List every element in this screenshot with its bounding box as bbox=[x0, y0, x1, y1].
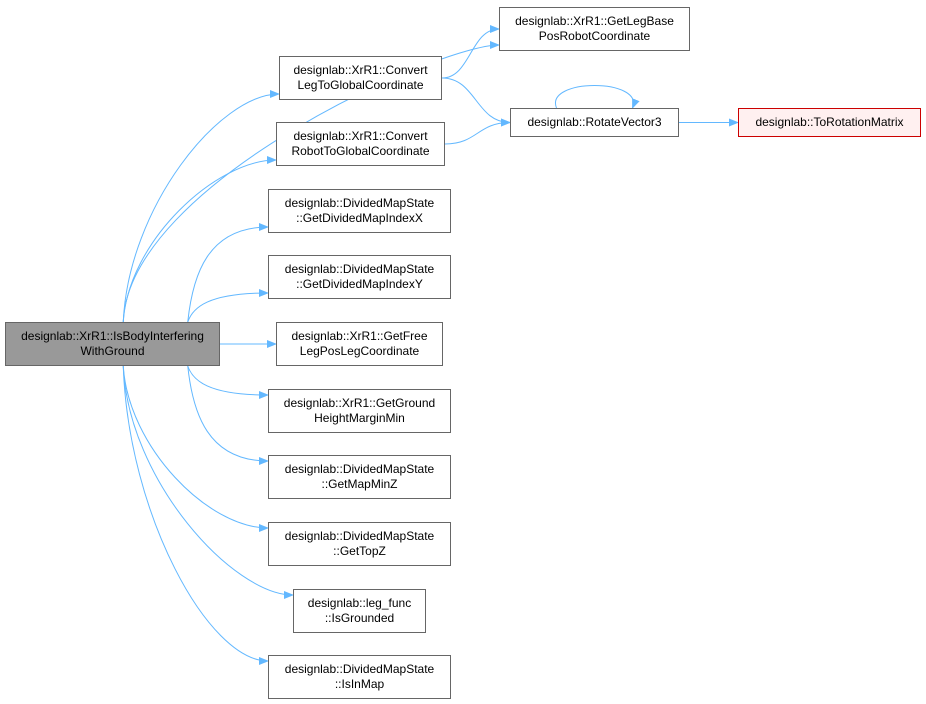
node-label-line1: designlab::DividedMapState bbox=[284, 462, 435, 476]
node-label-line1: designlab::XrR1::IsBodyInterfering bbox=[21, 329, 204, 343]
node-is-in-map[interactable]: designlab::DividedMapState ::IsInMap bbox=[268, 655, 451, 699]
node-label-line2: PosRobotCoordinate bbox=[538, 29, 651, 43]
node-get-divided-map-index-x[interactable]: designlab::DividedMapState ::GetDividedM… bbox=[268, 189, 451, 233]
node-convert-leg-to-global-coordinate[interactable]: designlab::XrR1::Convert LegToGlobalCoor… bbox=[279, 56, 442, 100]
edge-convLeg-to-rotate bbox=[441, 77, 511, 127]
node-get-free-leg-pos-leg-coordinate[interactable]: designlab::XrR1::GetFree LegPosLegCoordi… bbox=[276, 322, 443, 366]
node-get-top-z[interactable]: designlab::DividedMapState ::GetTopZ bbox=[268, 522, 451, 566]
node-to-rotation-matrix[interactable]: designlab::ToRotationMatrix bbox=[738, 108, 921, 137]
node-is-body-interfering-with-ground[interactable]: designlab::XrR1::IsBodyInterfering WithG… bbox=[5, 322, 220, 366]
edge-root-to-idxY bbox=[187, 289, 269, 323]
edge-root-to-convRobot bbox=[122, 156, 277, 323]
node-label-line2: RobotToGlobalCoordinate bbox=[291, 144, 430, 158]
node-label-line2: ::IsInMap bbox=[334, 677, 385, 691]
node-is-grounded[interactable]: designlab::leg_func ::IsGrounded bbox=[293, 589, 426, 633]
node-label-line2: ::GetDividedMapIndexY bbox=[296, 277, 423, 291]
node-convert-robot-to-global-coordinate[interactable]: designlab::XrR1::Convert RobotToGlobalCo… bbox=[276, 122, 445, 166]
node-get-leg-base-pos-robot-coordinate[interactable]: designlab::XrR1::GetLegBase PosRobotCoor… bbox=[499, 7, 690, 51]
node-label-line1: designlab::RotateVector3 bbox=[527, 115, 662, 129]
edge-convLeg-to-getLegBase bbox=[441, 25, 500, 79]
edge-convRobot-to-rotate bbox=[444, 118, 511, 145]
node-label-line1: designlab::DividedMapState bbox=[284, 662, 435, 676]
node-rotate-vector3[interactable]: designlab::RotateVector3 bbox=[510, 108, 679, 137]
node-label-line1: designlab::leg_func bbox=[307, 596, 412, 610]
node-get-ground-height-margin-min[interactable]: designlab::XrR1::GetGround HeightMarginM… bbox=[268, 389, 451, 433]
node-label-line1: designlab::XrR1::GetGround bbox=[283, 396, 436, 410]
node-label-line2: LegPosLegCoordinate bbox=[299, 344, 420, 358]
node-label-line2: LegToGlobalCoordinate bbox=[297, 78, 424, 92]
edge-root-to-ground bbox=[187, 365, 269, 399]
edge-rotate-to-rotate bbox=[555, 85, 640, 109]
node-label-line1: designlab::DividedMapState bbox=[284, 196, 435, 210]
node-label-line1: designlab::DividedMapState bbox=[284, 262, 435, 276]
edge-root-to-topZ bbox=[122, 365, 269, 532]
node-label-line1: designlab::XrR1::Convert bbox=[293, 63, 428, 77]
edge-root-to-minZ bbox=[187, 365, 269, 465]
edge-root-to-inMap bbox=[122, 365, 269, 665]
node-label-line2: ::IsGrounded bbox=[324, 611, 395, 625]
node-label-line1: designlab::ToRotationMatrix bbox=[755, 115, 904, 129]
node-label-line1: designlab::DividedMapState bbox=[284, 529, 435, 543]
node-get-divided-map-index-y[interactable]: designlab::DividedMapState ::GetDividedM… bbox=[268, 255, 451, 299]
node-label-line2: HeightMarginMin bbox=[314, 411, 405, 425]
node-label-line2: WithGround bbox=[80, 344, 145, 358]
node-label-line2: ::GetMapMinZ bbox=[321, 477, 398, 491]
node-get-map-min-z[interactable]: designlab::DividedMapState ::GetMapMinZ bbox=[268, 455, 451, 499]
node-label-line1: designlab::XrR1::Convert bbox=[293, 129, 428, 143]
edge-root-to-idxX bbox=[187, 223, 269, 323]
node-label-line1: designlab::XrR1::GetFree bbox=[291, 329, 428, 343]
node-label-line1: designlab::XrR1::GetLegBase bbox=[515, 14, 674, 28]
edge-root-to-grounded bbox=[122, 365, 294, 599]
edge-root-to-convLeg bbox=[122, 90, 280, 323]
node-label-line2: ::GetTopZ bbox=[333, 544, 386, 558]
node-label-line2: ::GetDividedMapIndexX bbox=[296, 211, 423, 225]
